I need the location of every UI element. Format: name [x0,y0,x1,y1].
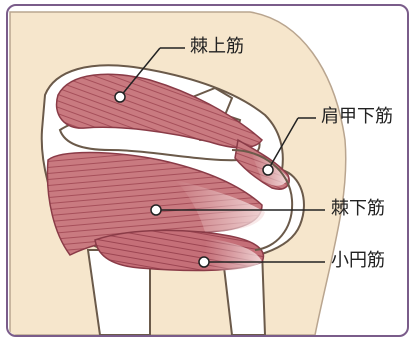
pointer-dot-supraspinatus [115,92,125,102]
label-supraspinatus: 棘上筋 [190,38,244,56]
pointer-dot-subscapularis [263,165,273,175]
label-subscapularis: 肩甲下筋 [321,108,393,126]
label-teres-minor: 小円筋 [331,252,385,270]
pointer-dot-infraspinatus [151,205,161,215]
label-infraspinatus: 棘下筋 [331,200,385,218]
pointer-dot-teres-minor [199,257,209,267]
